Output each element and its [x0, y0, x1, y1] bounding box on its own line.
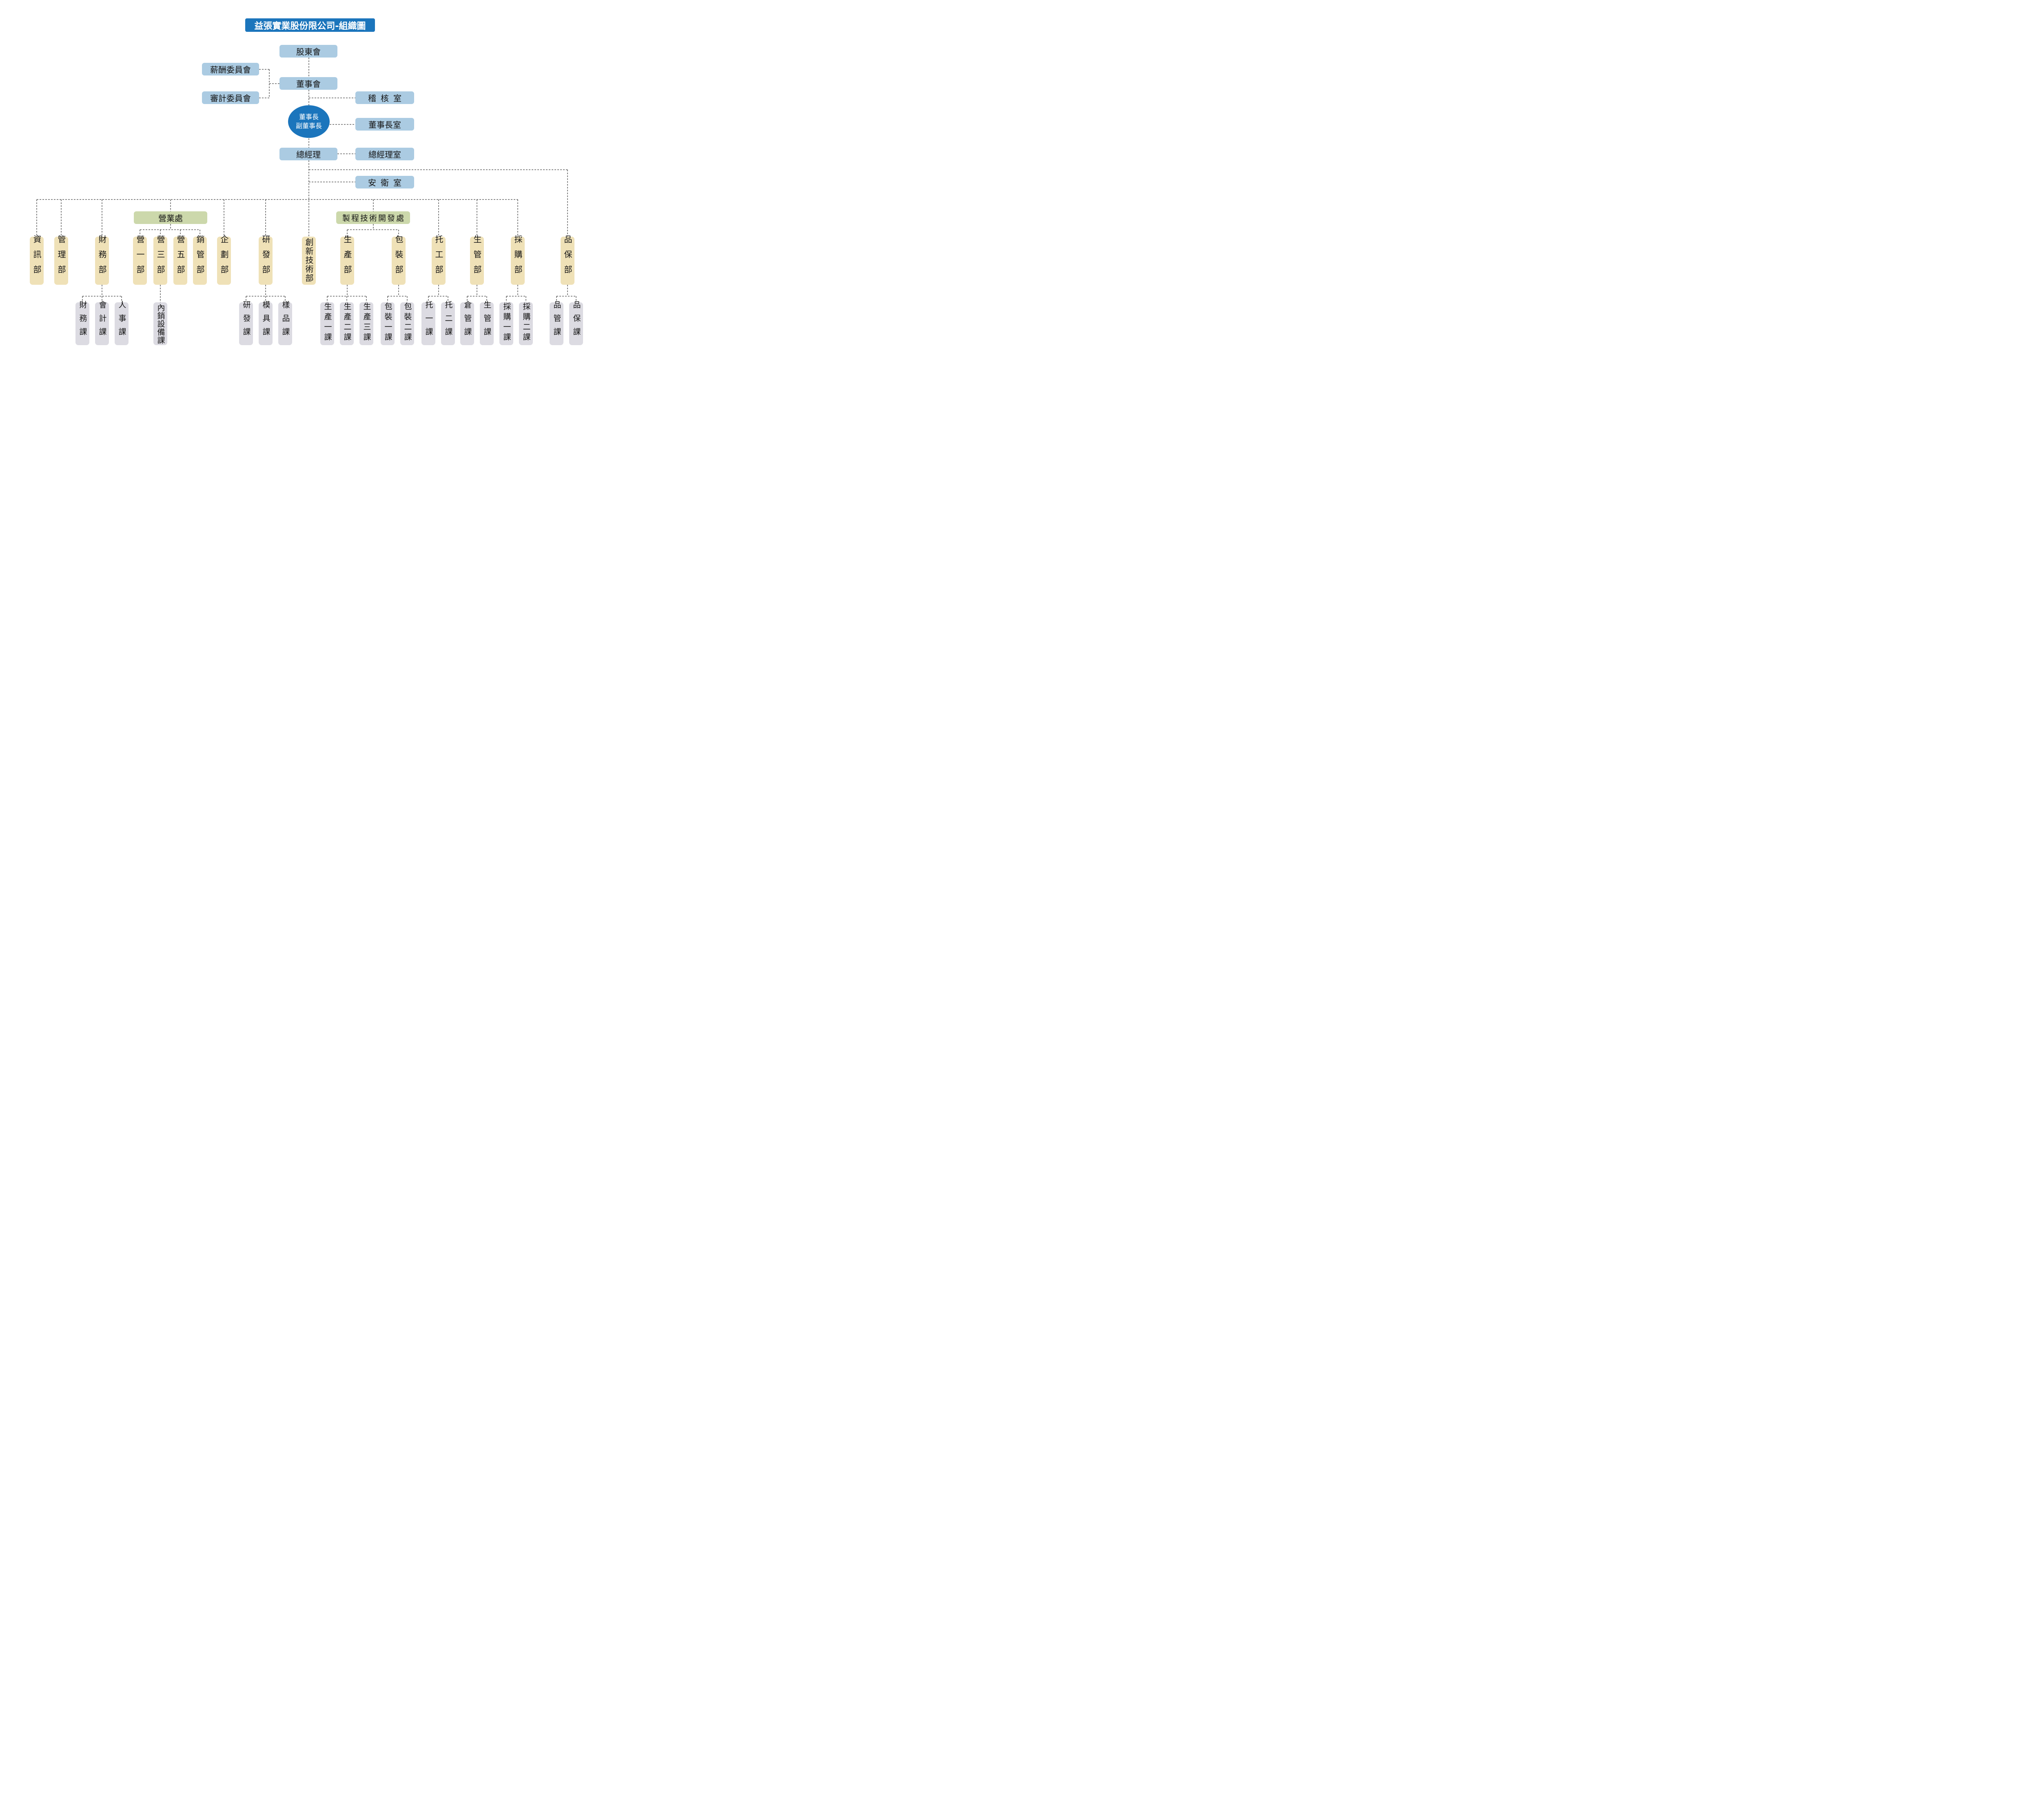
vice-chairman-line: 副董事長 — [295, 122, 322, 130]
connector-staff-offices — [309, 98, 355, 182]
node-sec-finance: 財務課 — [75, 301, 89, 345]
node-sec-purchasing-1: 採購一課 — [499, 302, 513, 345]
connector-dept-sections — [82, 285, 577, 302]
node-sec-sample: 樣品課 — [278, 301, 292, 345]
node-dept-administration: 管理部 — [54, 235, 68, 285]
node-dept-packaging: 包裝部 — [392, 235, 406, 285]
node-sec-packaging-1: 包裝一課 — [381, 302, 395, 345]
node-sec-accounting: 會計課 — [95, 301, 109, 345]
node-sec-purchasing-2: 採購二課 — [519, 302, 533, 345]
node-sec-mold: 模具課 — [259, 301, 273, 345]
node-compensation-committee: 薪酬委員會 — [202, 63, 259, 75]
node-audit-office: 稽核室 — [355, 91, 414, 104]
node-dept-production: 生產部 — [340, 235, 354, 285]
connector-qa-branch — [309, 169, 568, 237]
node-dept-rnd: 研發部 — [259, 235, 273, 285]
connector-process-split — [347, 224, 399, 237]
node-sec-domestic-equip: 內銷設備課 — [153, 302, 167, 345]
node-dept-outsourcing: 托工部 — [432, 235, 446, 285]
node-dept-purchasing: 採購部 — [511, 235, 525, 285]
node-sec-production-ctrl: 生管課 — [480, 301, 494, 345]
node-shareholders-meeting: 股東會 — [279, 45, 337, 58]
node-dept-innovation-tech: 創新技術部 — [302, 237, 316, 285]
node-dept-planning: 企劃部 — [217, 235, 231, 285]
node-audit-committee: 審計委員會 — [202, 91, 259, 104]
node-safety-hygiene-office: 安衛室 — [355, 176, 414, 188]
node-sec-production-2: 生產二課 — [340, 302, 354, 345]
node-sec-warehouse: 倉管課 — [460, 301, 474, 345]
node-dept-sales-5: 營五部 — [173, 235, 187, 285]
node-sec-production-1: 生產一課 — [320, 302, 334, 345]
connector-committee-bracket — [259, 69, 279, 98]
node-sec-quality-ctrl: 品管課 — [550, 301, 563, 345]
connector-sales-split — [140, 224, 200, 237]
node-board-of-directors: 董事會 — [279, 77, 337, 90]
node-dept-production-ctrl: 生管部 — [470, 235, 484, 285]
node-sec-hr: 人事課 — [115, 301, 129, 345]
org-chart: 益張實業股份限公司-組織圖 股東會 薪酬委員會 董事會 審計委員會 稽核室 董事… — [0, 0, 614, 364]
page-title-text: 益張實業股份限公司-組織圖 — [254, 21, 366, 31]
node-sec-production-3: 生產三課 — [359, 302, 373, 345]
node-sec-outsourcing-1: 托一課 — [421, 301, 435, 345]
node-sec-rnd: 研發課 — [239, 301, 253, 345]
node-dept-information: 資訊部 — [30, 235, 44, 285]
node-sec-quality-assurance: 品保課 — [569, 301, 583, 345]
node-dept-sales-3: 營三部 — [153, 235, 167, 285]
node-chairman-office: 董事長室 — [355, 118, 414, 131]
chairman-line: 董事長 — [299, 113, 319, 121]
node-president: 總經理 — [279, 148, 337, 160]
node-dept-sales-admin: 銷管部 — [193, 235, 207, 285]
connector-lines — [36, 58, 577, 302]
node-dept-sales-1: 營一部 — [133, 235, 147, 285]
node-sec-outsourcing-2: 托二課 — [441, 301, 455, 345]
page-title: 益張實業股份限公司-組織圖 — [245, 18, 375, 32]
connector-trunk — [36, 199, 518, 237]
node-chairman-vice-chairman: 董事長 副董事長 — [288, 105, 330, 138]
node-president-office: 總經理室 — [355, 148, 414, 160]
node-sec-packaging-2: 包裝二課 — [400, 302, 414, 345]
node-process-tech-division: 製程技術開發處 — [336, 211, 410, 224]
node-dept-quality: 品保部 — [561, 235, 574, 285]
node-dept-finance: 財務部 — [95, 235, 109, 285]
node-sales-division: 營業處 — [134, 211, 207, 224]
